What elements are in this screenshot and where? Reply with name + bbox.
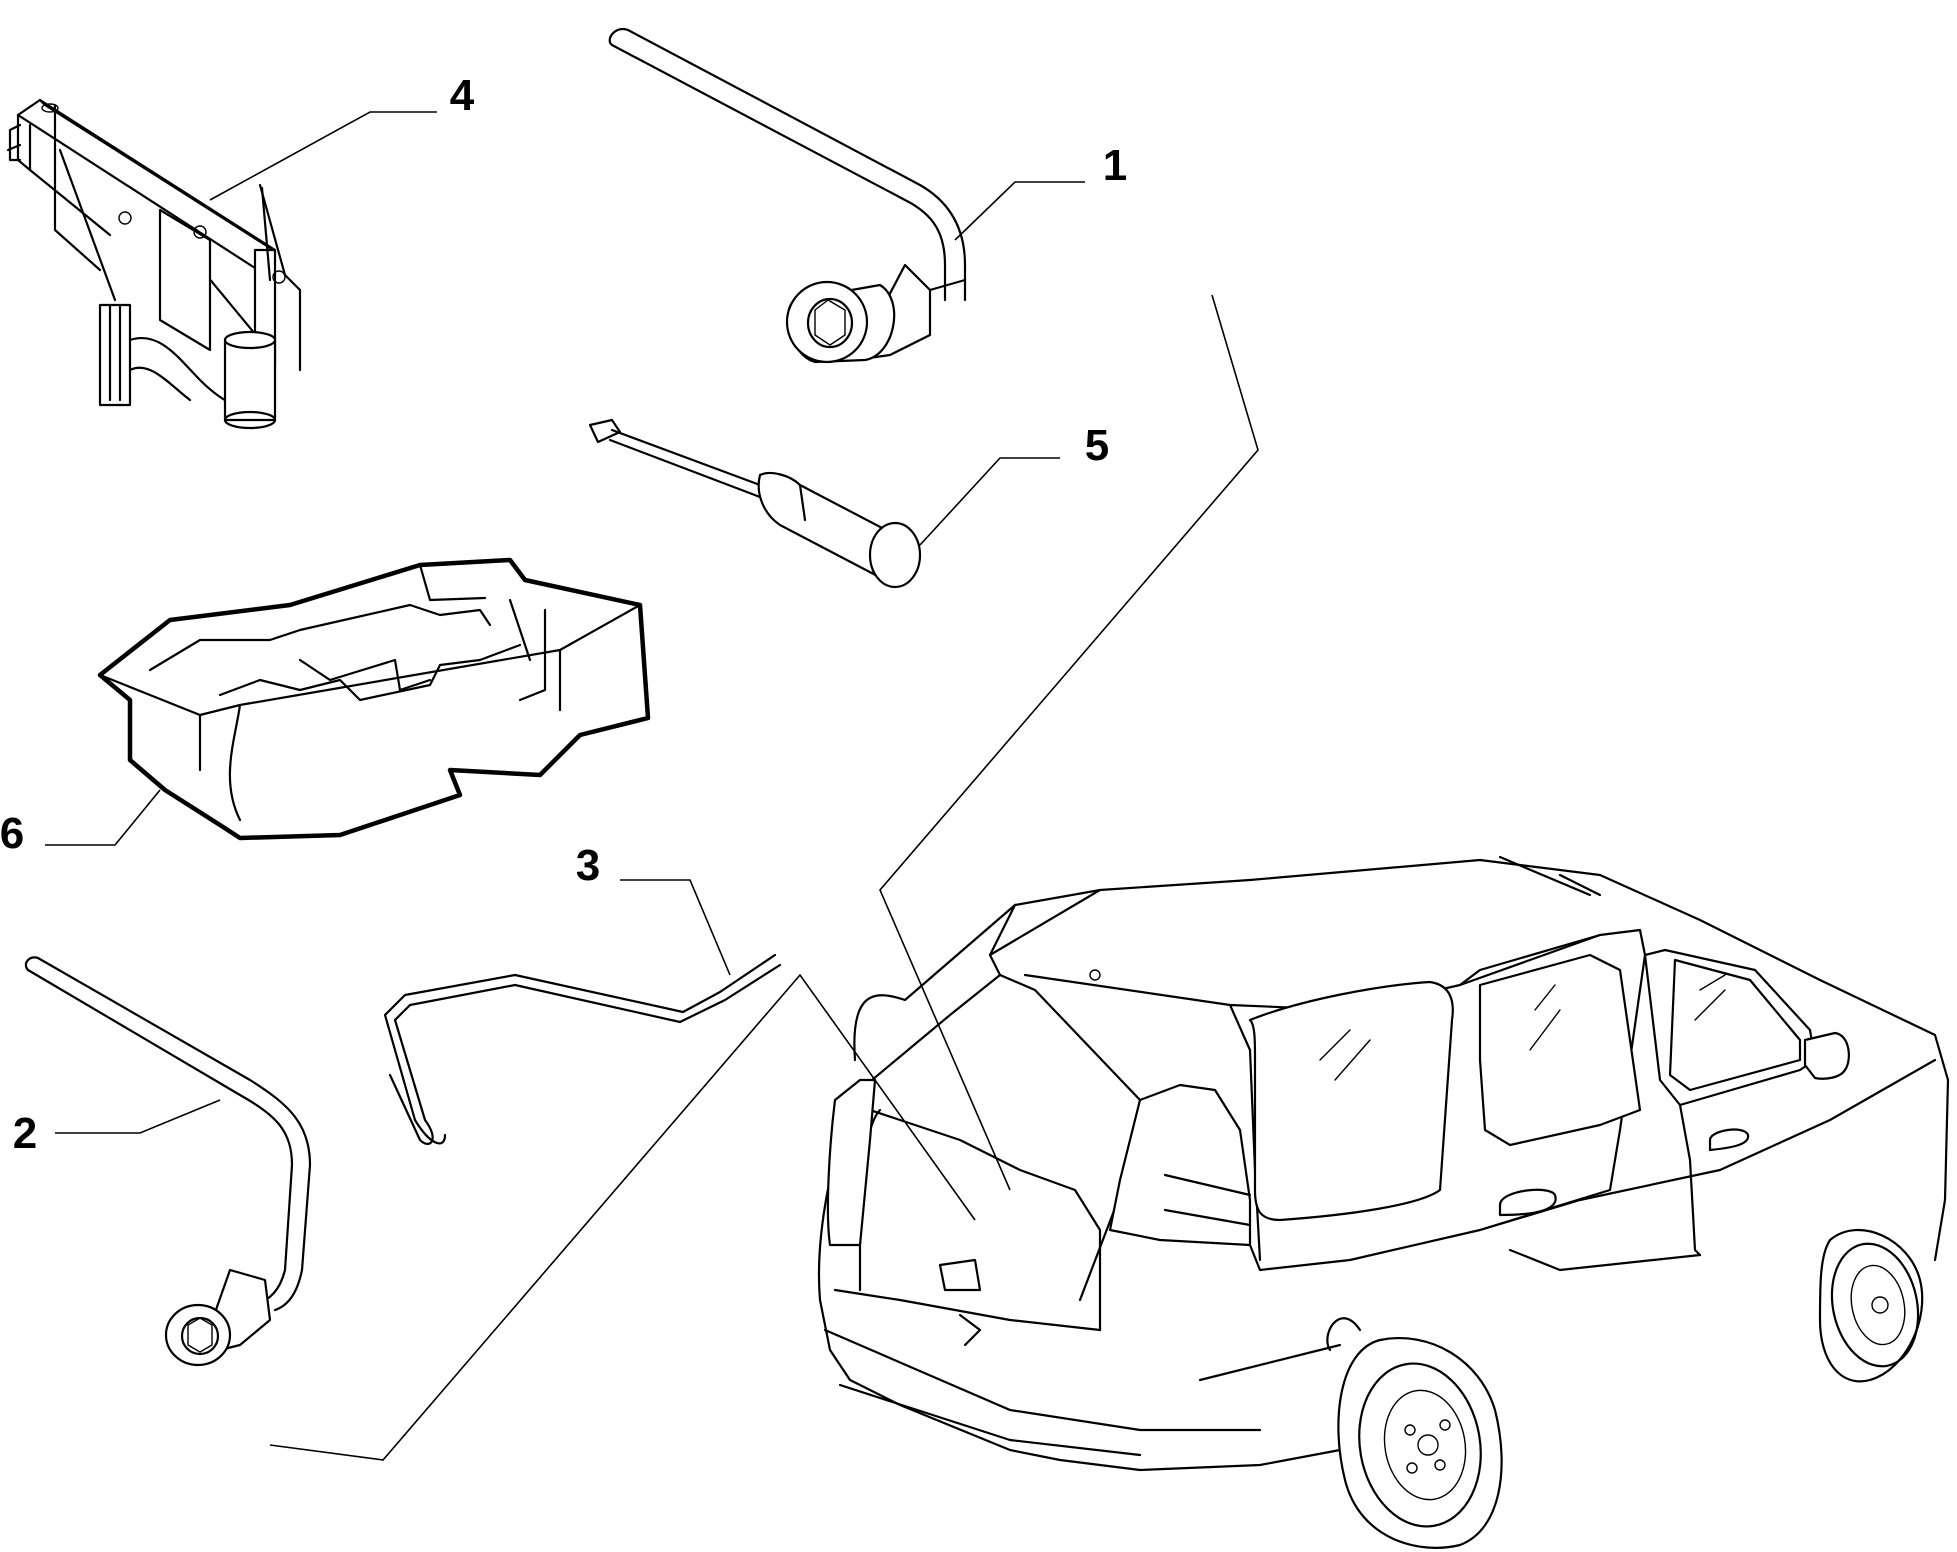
station-wagon-car [817, 855, 1950, 1549]
leader-car-lower [269, 973, 976, 1461]
callout-1: 1 [1103, 141, 1127, 190]
callout-4: 4 [450, 71, 475, 120]
leader-2 [55, 1099, 221, 1134]
part-5-screwdriver [588, 418, 922, 589]
callout-labels: 4 1 5 6 3 2 [0, 71, 1127, 1158]
leader-1 [954, 181, 1085, 241]
part-2-wrench [24, 956, 312, 1367]
leader-4 [209, 111, 437, 201]
leader-5 [919, 457, 1060, 546]
callout-2: 2 [13, 1109, 37, 1158]
leader-car-upper [879, 294, 1259, 1191]
leader-6 [45, 789, 161, 846]
part-1-wheel-wrench [608, 27, 967, 364]
part-4-jack [6, 98, 302, 430]
leader-3 [620, 879, 731, 976]
leader-lines [45, 111, 1259, 1461]
part-3-hook-rod [383, 953, 782, 1145]
callout-3: 3 [576, 841, 600, 890]
part-6-tool-tray [97, 557, 651, 841]
callout-5: 5 [1085, 421, 1109, 470]
callout-6: 6 [0, 809, 24, 858]
